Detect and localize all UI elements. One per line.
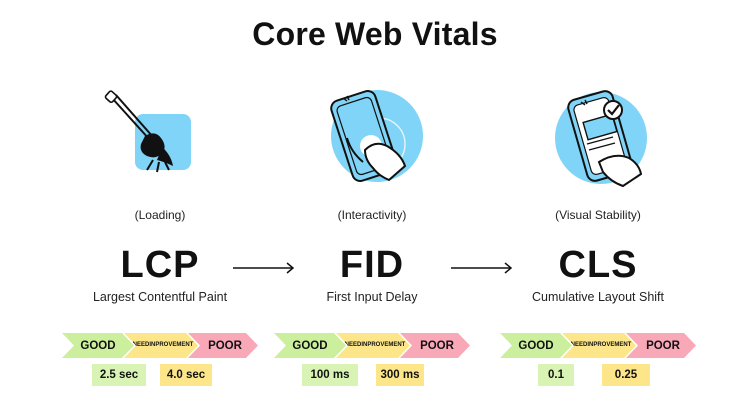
phone-check-icon [555, 90, 647, 188]
metric-abbr: LCP [120, 244, 200, 286]
scale-poor: POOR [400, 333, 470, 358]
metric-name: Cumulative Layout Shift [531, 290, 664, 304]
metric-name: First Input Delay [326, 290, 418, 304]
category-label: (Visual Stability) [555, 208, 641, 222]
rating-scale: GOOD NEED INPROVEMENT POOR [500, 333, 696, 358]
scale-need-improvement: NEED INPROVEMENT [336, 333, 410, 358]
metric-abbr: CLS [558, 244, 638, 286]
scale-need-line1: NEED [344, 342, 362, 348]
scale-good: GOOD [62, 333, 134, 358]
metric-abbr: FID [339, 244, 405, 286]
metric-column-fid: (Interactivity) FID First Input Delay GO… [252, 0, 492, 400]
scale-need-line2: INPROVEMENT [587, 342, 632, 348]
threshold-good: 0.1 [538, 364, 574, 386]
scale-need-line1: NEED [570, 342, 588, 348]
arrow-right-icon [233, 262, 295, 274]
category-label: (Interactivity) [337, 208, 407, 222]
scale-need-improvement: NEED INPROVEMENT [562, 333, 636, 358]
metric-column-lcp: (Loading) LCP Largest Contentful Paint G… [40, 0, 280, 400]
metric-column-cls: (Visual Stability) CLS Cumulative Layout… [478, 0, 718, 400]
scale-need-line2: INPROVEMENT [149, 342, 194, 348]
category-label: (Loading) [134, 208, 186, 222]
threshold-poor: 0.25 [602, 364, 650, 386]
page-title: Core Web Vitals [252, 16, 498, 52]
metric-name: Largest Contentful Paint [92, 290, 228, 304]
scale-need-improvement: NEED INPROVEMENT [124, 333, 198, 358]
rating-scale: GOOD NEED INPROVEMENT POOR [62, 333, 258, 358]
scale-need-line1: NEED [132, 342, 150, 348]
threshold-good: 2.5 sec [92, 364, 146, 386]
rating-scale: GOOD NEED INPROVEMENT POOR [274, 333, 470, 358]
scale-need-line2: INPROVEMENT [361, 342, 406, 348]
paintbrush-icon [104, 90, 191, 173]
threshold-poor: 300 ms [376, 364, 424, 386]
threshold-good: 100 ms [302, 364, 358, 386]
scale-poor: POOR [626, 333, 696, 358]
scale-good: GOOD [274, 333, 346, 358]
threshold-poor: 4.0 sec [160, 364, 212, 386]
phone-tap-icon [330, 90, 423, 182]
scale-good: GOOD [500, 333, 572, 358]
scale-poor: POOR [188, 333, 258, 358]
arrow-right-icon [451, 262, 513, 274]
